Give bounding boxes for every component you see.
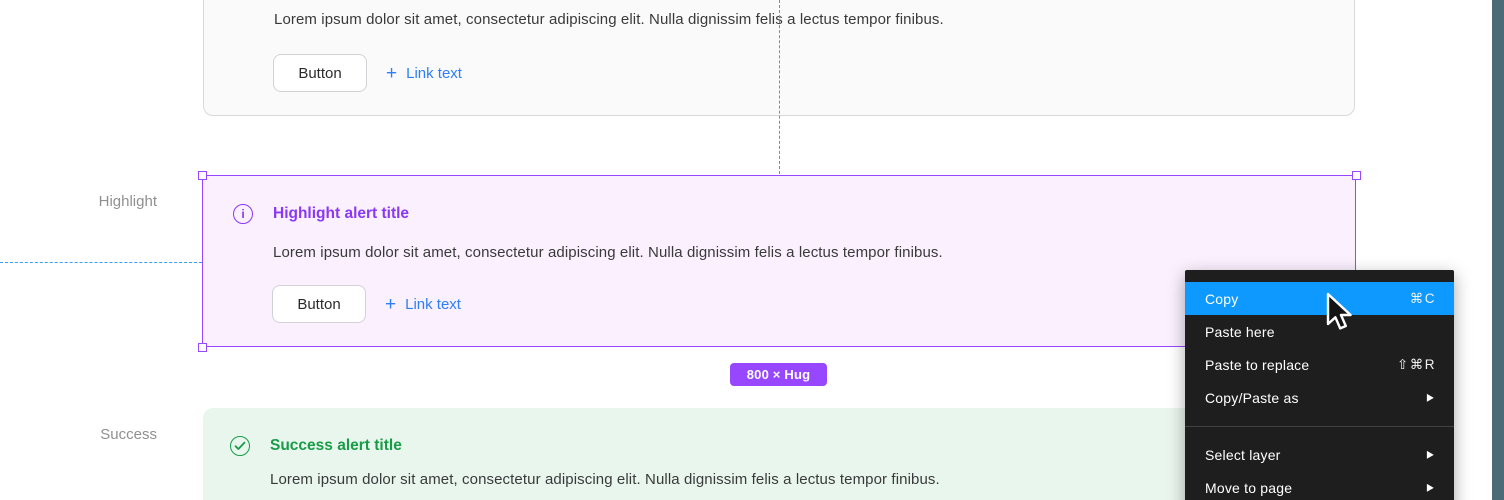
link-label: Link text <box>406 64 462 82</box>
link-label: Link text <box>405 295 461 313</box>
alert-button[interactable]: Button <box>273 54 367 92</box>
menu-item-copy-paste-as[interactable]: Copy/Paste as ▶ <box>1205 389 1434 406</box>
horizontal-guide-line <box>0 262 202 263</box>
submenu-arrow-icon: ▶ <box>1426 448 1434 460</box>
shortcut-copy: ⌘C <box>1409 290 1436 306</box>
alert-description: Lorem ipsum dolor sit amet, consectetur … <box>270 471 940 488</box>
section-label-highlight: Highlight <box>98 193 157 210</box>
alert-title: Highlight alert title <box>273 205 410 222</box>
alert-button[interactable]: Button <box>272 285 366 323</box>
menu-item-select-layer[interactable]: Select layer ▶ <box>1205 446 1434 463</box>
menu-item-move-to-page[interactable]: Move to page ▶ <box>1205 479 1434 496</box>
info-icon: i <box>233 204 253 224</box>
alert-link[interactable]: + Link text <box>385 295 461 314</box>
selection-handle-top-right[interactable] <box>1352 171 1361 180</box>
alert-description: Lorem ipsum dolor sit amet, consectetur … <box>273 244 943 261</box>
section-label-success: Success <box>100 426 157 443</box>
alert-title: Success alert title <box>270 437 402 454</box>
submenu-arrow-icon: ▶ <box>1426 391 1434 403</box>
vertical-guide-line <box>779 0 780 174</box>
selection-handle-bottom-left[interactable] <box>198 343 207 352</box>
menu-item-paste-to-replace[interactable]: Paste to replace ⇧⌘R <box>1205 356 1436 373</box>
shortcut-paste-to-replace: ⇧⌘R <box>1396 356 1436 372</box>
selection-handle-top-left[interactable] <box>198 171 207 180</box>
size-badge: 800 × Hug <box>730 363 827 386</box>
menu-item-copy[interactable]: Copy ⌘C <box>1185 282 1454 315</box>
menu-item-paste-here[interactable]: Paste here <box>1205 323 1275 340</box>
alert-card-highlight[interactable]: i Highlight alert title Lorem ipsum dolo… <box>202 175 1356 347</box>
plus-icon: + <box>385 293 397 315</box>
right-panel-edge <box>1492 0 1504 500</box>
alert-description: Lorem ipsum dolor sit amet, consectetur … <box>274 11 944 28</box>
plus-icon: + <box>386 62 398 84</box>
check-icon <box>230 436 250 456</box>
alert-card-success[interactable]: Success alert title Lorem ipsum dolor si… <box>203 408 1356 500</box>
menu-separator <box>1185 426 1454 427</box>
alert-link[interactable]: + Link text <box>386 64 462 83</box>
context-menu: Copy ⌘C Paste here Paste to replace ⇧⌘R … <box>1185 270 1454 500</box>
submenu-arrow-icon: ▶ <box>1426 481 1434 493</box>
